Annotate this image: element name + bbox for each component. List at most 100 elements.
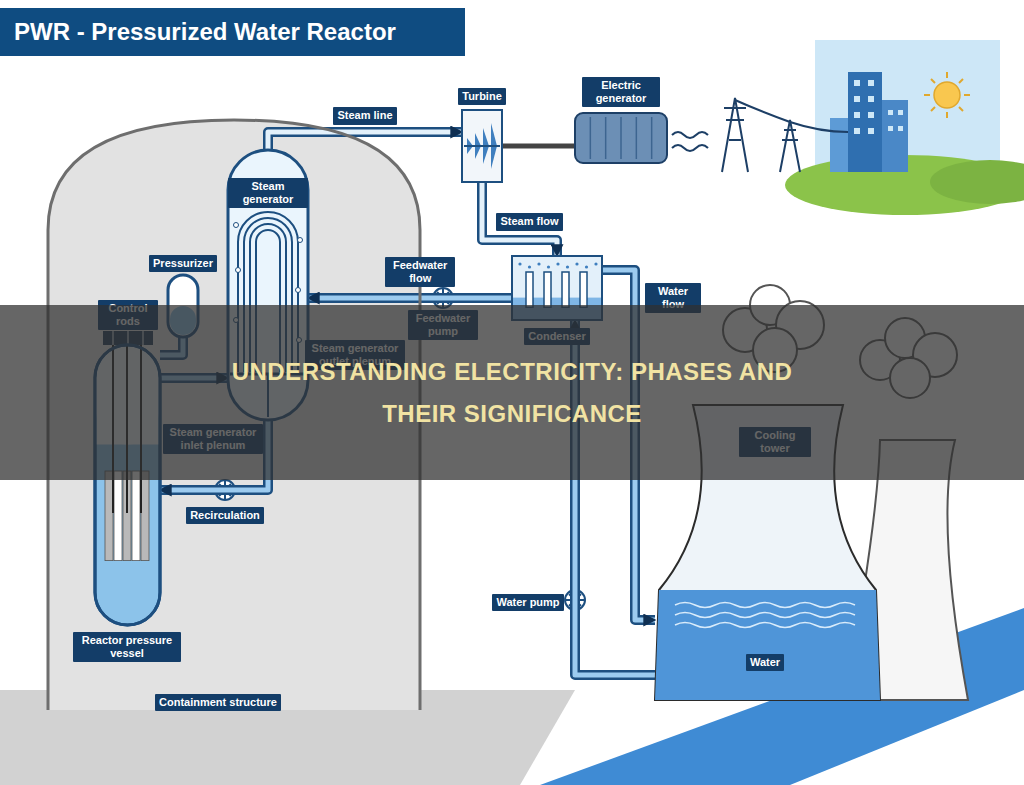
pipe-connector [502,146,575,147]
node-outline [575,113,667,163]
node-shape [636,117,638,159]
node-shape [462,110,502,182]
windows [888,126,893,131]
sky-scene [931,79,935,83]
sky-scene [930,160,1024,204]
node-shape [528,265,531,268]
sky-scene [931,107,935,111]
node-shape [585,265,588,268]
sky-scene [924,72,970,118]
windows [868,80,874,86]
node-shape [526,272,533,307]
node-shape [590,117,592,159]
sky-scene [830,118,848,172]
sky-scene [934,82,960,108]
node-shape [580,272,587,307]
node-shape [464,145,500,147]
node-shape [655,590,880,700]
part-label: Recirculation [186,507,264,524]
windows [854,80,860,86]
label-holder: Turbine [442,86,522,105]
caption-text: UNDERSTANDING ELECTRICITY: PHASES AND TH… [202,351,822,435]
windows [854,128,860,134]
sky-scene [785,40,1024,215]
windows [854,112,860,118]
windows [868,112,874,118]
pipe-connector [268,132,462,150]
edge-label: Steam line [333,107,396,124]
node-shape [234,223,239,228]
label-holder: Electric generator [582,77,660,107]
pipe-outline [502,144,575,149]
power-lines [672,98,848,172]
sky-scene [959,79,963,83]
node-outline [462,110,502,182]
sky-scene [964,94,970,96]
node-shape [651,117,653,159]
node-shape [575,262,578,265]
label-holder: Containment structure [138,692,298,711]
caption-overlay: UNDERSTANDING ELECTRICITY: PHASES AND TH… [0,305,1024,480]
label-holder: Steam generator [228,178,308,208]
label-holder: Pressurizer [138,253,228,272]
power-lines [722,98,748,172]
windows [898,110,903,115]
node-shape [236,268,241,273]
label-holder: Feedwater flow [385,257,455,287]
node-shape [547,265,550,268]
power-lines [672,145,708,151]
edge-label: Feedwater flow [385,257,455,287]
node-shape [462,110,502,182]
pipe-outline [268,132,462,150]
sky-scene [946,72,948,78]
node-shape [544,272,551,307]
turbine: Turbine [462,110,502,182]
component-label: Pressurizer [149,255,217,272]
node-shape [594,262,597,265]
node-shape [605,117,607,159]
node-shape [675,603,855,608]
sky-scene [848,72,882,172]
label-holder: Steam line [325,105,405,124]
node-shape [298,238,303,243]
node-shape [675,623,855,628]
node-shape [105,471,113,561]
node-shape [562,272,569,307]
label-holder: Steam flow [490,211,570,230]
title-banner: PWR - Pressurized Water Reactor [0,8,465,56]
node-shape [575,113,667,163]
part-label: Water [746,654,784,671]
windows [854,96,860,102]
sky-scene [924,94,930,96]
component-label: Turbine [458,88,506,105]
power-lines [780,120,800,172]
electric-generator: Electric generator [575,113,667,163]
windows [888,110,893,115]
node-shape [141,471,149,561]
node-shape [518,262,521,265]
sky-scene [882,100,908,172]
power-lines [672,132,708,138]
node-shape [556,262,559,265]
pipe-core [268,132,462,150]
node-shape [537,262,540,265]
label-holder: Water [735,652,795,671]
part-label: Water pump [492,594,563,611]
sky-scene [815,40,1000,180]
node-shape [620,117,622,159]
windows [898,126,903,131]
label-holder: Water pump [490,592,566,611]
label-holder: Recirculation [175,505,275,524]
node-shape [114,471,122,561]
node-shape [296,288,301,293]
sky-scene [946,112,948,118]
title-text: PWR - Pressurized Water Reactor [14,8,451,56]
pipe-outline [308,293,512,303]
windows [854,80,903,134]
windows [868,96,874,102]
label-holder: Reactor pressure vessel [73,632,181,662]
sky-scene [959,107,963,111]
node-shape [132,471,140,561]
pipe-connector [308,298,512,299]
